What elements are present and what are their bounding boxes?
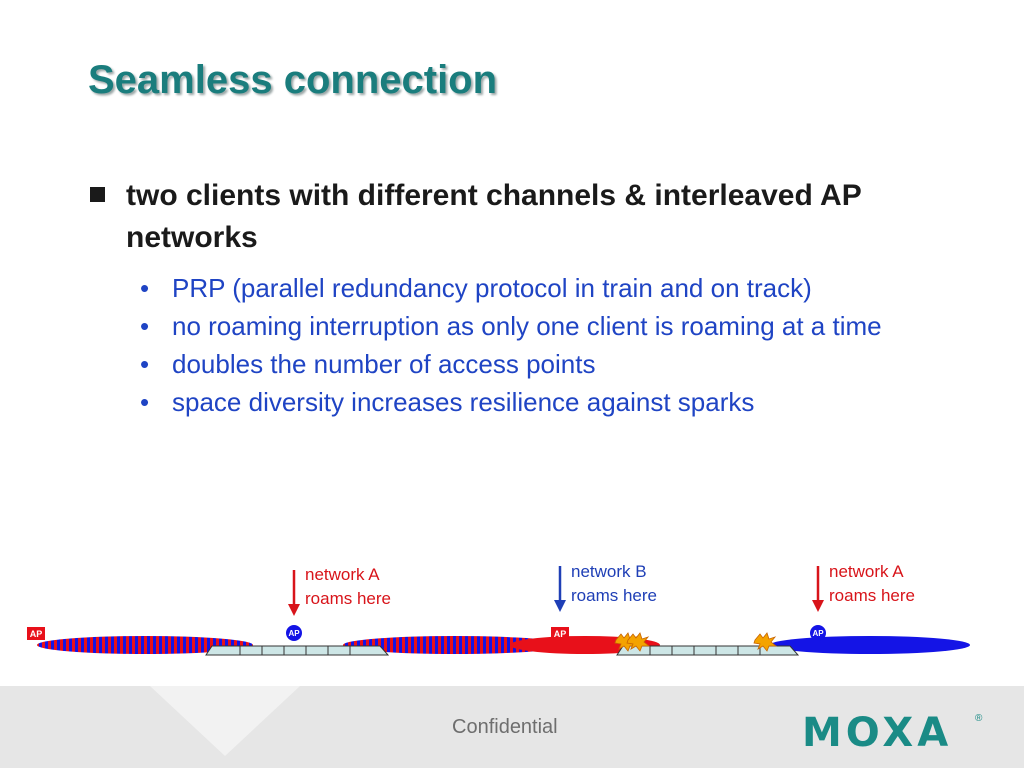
ap-label: AP [288, 629, 300, 638]
bullet-dot-icon: • [140, 311, 150, 341]
train-1 [205, 645, 390, 656]
roam-annotation-network-b: network B roams here [571, 560, 657, 608]
coverage-interleaved-2 [343, 636, 567, 654]
roam-annotation-network-a-2: network A roams here [829, 560, 915, 608]
arrow-down-icon [554, 566, 566, 612]
ap-label: AP [554, 629, 567, 639]
annotation-line2: roams here [305, 589, 391, 608]
sub-bullet-text: doubles the number of access points [172, 349, 596, 379]
roam-annotation-network-a-1: network A roams here [305, 563, 391, 611]
ap-label: AP [30, 629, 43, 639]
annotation-line1: network A [829, 562, 904, 581]
ap-label: AP [812, 629, 824, 638]
sub-bullet-text: space diversity increases resilience aga… [172, 387, 755, 417]
bullet-dot-icon: • [140, 349, 150, 379]
access-point-blue-2: AP [810, 625, 826, 641]
sub-bullet-item: • space diversity increases resilience ag… [140, 387, 960, 417]
annotation-line1: network B [571, 562, 647, 581]
spark-icon [626, 632, 651, 652]
main-bullet-text: two clients with different channels & in… [126, 179, 862, 254]
annotation-line1: network A [305, 565, 380, 584]
footer-bar [0, 686, 1024, 768]
annotation-line2: roams here [571, 586, 657, 605]
sub-bullet-item: • no roaming interruption as only one cli… [140, 311, 960, 341]
sub-bullet-item: • doubles the number of access points [140, 349, 960, 379]
roaming-diagram: AP AP AP AP [27, 566, 970, 656]
confidential-label: Confidential [452, 716, 558, 738]
train-2 [616, 645, 800, 656]
square-bullet-icon [90, 187, 105, 202]
bullet-dot-icon: • [140, 273, 150, 303]
main-bullet: two clients with different channels & in… [90, 175, 950, 259]
annotation-line2: roams here [829, 586, 915, 605]
moxa-logo: MOXA [802, 710, 953, 756]
access-point-red-2: AP [551, 627, 569, 640]
bullet-dot-icon: • [140, 387, 150, 417]
slide-title: Seamless connection [88, 58, 498, 102]
sub-bullet-item: • PRP (parallel redundancy protocol in tr… [140, 273, 960, 303]
coverage-interleaved-1 [37, 636, 253, 654]
sub-bullet-list: • PRP (parallel redundancy protocol in tr… [140, 273, 960, 425]
coverage-network-b [770, 636, 970, 654]
access-point-red-1: AP [27, 627, 45, 640]
arrow-down-icon [288, 570, 300, 616]
access-point-blue-1: AP [286, 625, 302, 641]
sub-bullet-text: no roaming interruption as only one clie… [172, 311, 882, 341]
sub-bullet-text: PRP (parallel redundancy protocol in tra… [172, 273, 812, 303]
footer-decoration [150, 686, 300, 756]
spark-icon [753, 632, 778, 652]
registered-mark: ® [975, 713, 983, 724]
arrow-down-icon [812, 566, 824, 612]
